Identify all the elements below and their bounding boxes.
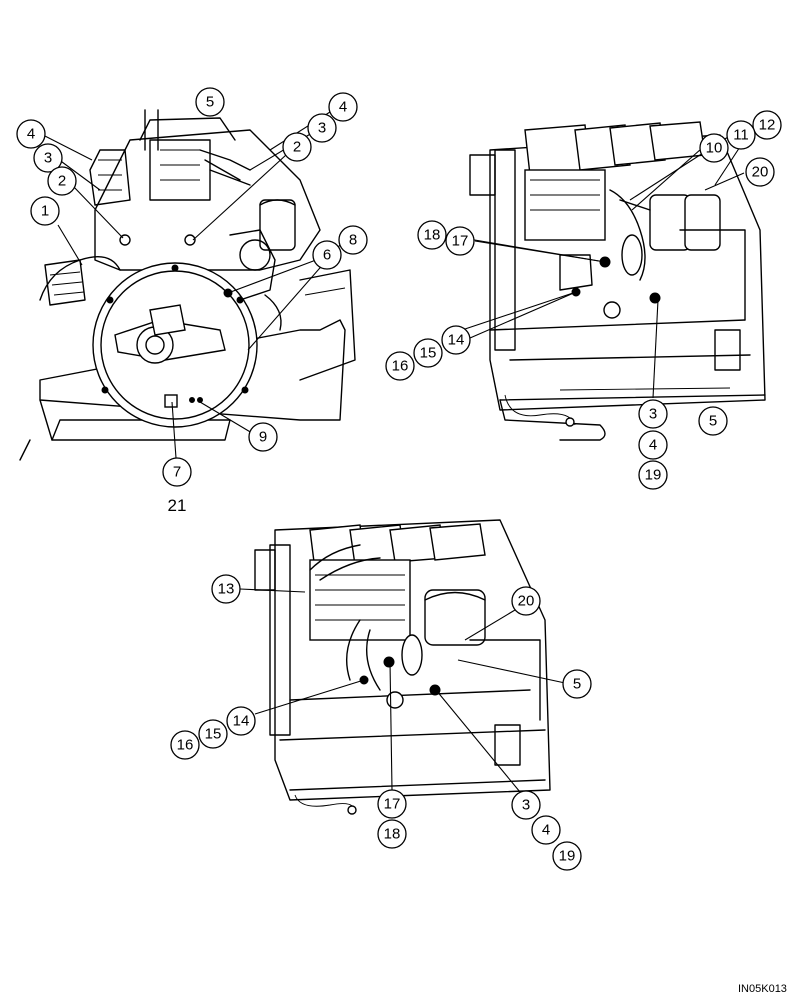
callout-left-1: 1 [30, 196, 60, 226]
callout-right-17: 17 [445, 226, 475, 256]
callout-left-5: 5 [195, 87, 225, 117]
callout-left-4a: 4 [328, 92, 358, 122]
svg-text:19: 19 [645, 467, 662, 484]
callout-bottom-15: 15 [198, 719, 228, 749]
svg-text:3: 3 [318, 120, 326, 137]
callout-bottom-5: 5 [562, 669, 592, 699]
callout-right-20: 20 [745, 157, 775, 187]
callout-left-7: 8 [338, 225, 368, 255]
callout-right-19: 19 [638, 460, 668, 490]
svg-text:10: 10 [706, 140, 723, 157]
callout-left-9: 9 [248, 422, 278, 452]
svg-text:4: 4 [542, 822, 550, 839]
callout-bottom-4: 4 [531, 815, 561, 845]
callout-right-18: 18 [417, 220, 447, 250]
callout-left-2a: 2 [282, 132, 312, 162]
svg-text:16: 16 [177, 737, 194, 754]
leader-lines [42, 111, 754, 793]
svg-text:14: 14 [448, 332, 465, 349]
svg-text:13: 13 [218, 581, 235, 598]
svg-text:4: 4 [649, 437, 657, 454]
svg-text:5: 5 [206, 94, 214, 111]
svg-text:11: 11 [733, 127, 749, 144]
engine-side-view-bottom [254, 519, 551, 815]
svg-text:1: 1 [41, 203, 49, 220]
svg-text:3: 3 [649, 406, 657, 423]
callout-bottom-19: 19 [552, 841, 582, 871]
svg-text:12: 12 [759, 117, 776, 134]
callout-left-6: 6 [312, 240, 342, 270]
svg-text:3: 3 [522, 797, 530, 814]
svg-text:14: 14 [233, 713, 250, 730]
callout-right-11: 11 [726, 120, 756, 150]
callout-left-4b: 4 [16, 119, 46, 149]
svg-text:9: 9 [259, 429, 267, 446]
svg-text:18: 18 [424, 227, 441, 244]
callout-left-3a: 3 [307, 113, 337, 143]
callout-bottom-13: 13 [211, 574, 241, 604]
svg-text:15: 15 [420, 345, 437, 362]
svg-text:5: 5 [709, 413, 717, 430]
callout-bottom-17: 17 [377, 789, 407, 819]
callout-right-10: 10 [699, 133, 729, 163]
callout-bottom-14: 14 [226, 706, 256, 736]
svg-text:19: 19 [559, 848, 576, 865]
callout-bottom-20: 20 [511, 586, 541, 616]
svg-text:3: 3 [44, 150, 52, 167]
figure-code: IN05K013 [738, 983, 787, 995]
callout-left-3b: 3 [33, 143, 63, 173]
svg-text:4: 4 [27, 126, 35, 143]
callout-right-3: 3 [638, 399, 668, 429]
engine-front-view [19, 109, 356, 461]
callout-right-16: 16 [385, 351, 415, 381]
callout-bottom-18: 18 [377, 819, 407, 849]
callout-left-2b: 2 [47, 166, 77, 196]
svg-text:17: 17 [452, 233, 469, 250]
callout-right-5: 5 [698, 406, 728, 436]
svg-text:8: 8 [349, 232, 357, 249]
svg-text:2: 2 [293, 139, 301, 156]
callout-right-12: 12 [752, 110, 782, 140]
svg-text:18: 18 [384, 826, 401, 843]
svg-text:5: 5 [573, 676, 581, 693]
callout-bottom-3: 3 [511, 790, 541, 820]
svg-text:17: 17 [384, 796, 401, 813]
svg-text:16: 16 [392, 358, 409, 375]
svg-text:20: 20 [752, 164, 769, 181]
callouts: 5 4 3 2 4 3 2 1 8 6 9 7 12 11 10 20 18 1… [16, 87, 782, 871]
svg-text:15: 15 [205, 726, 222, 743]
svg-text:2: 2 [58, 173, 66, 190]
callout-left-8: 7 [162, 457, 192, 487]
callout-bottom-16: 16 [170, 730, 200, 760]
engine-side-view-top [469, 121, 766, 441]
svg-text:4: 4 [339, 99, 347, 116]
callout-right-14: 14 [441, 325, 471, 355]
callout-right-4: 4 [638, 430, 668, 460]
svg-text:20: 20 [518, 593, 535, 610]
svg-text:7: 7 [173, 464, 181, 481]
svg-text:6: 6 [323, 247, 331, 264]
label-21: 21 [168, 496, 187, 515]
callout-right-15: 15 [413, 338, 443, 368]
valve-covers [524, 121, 706, 176]
